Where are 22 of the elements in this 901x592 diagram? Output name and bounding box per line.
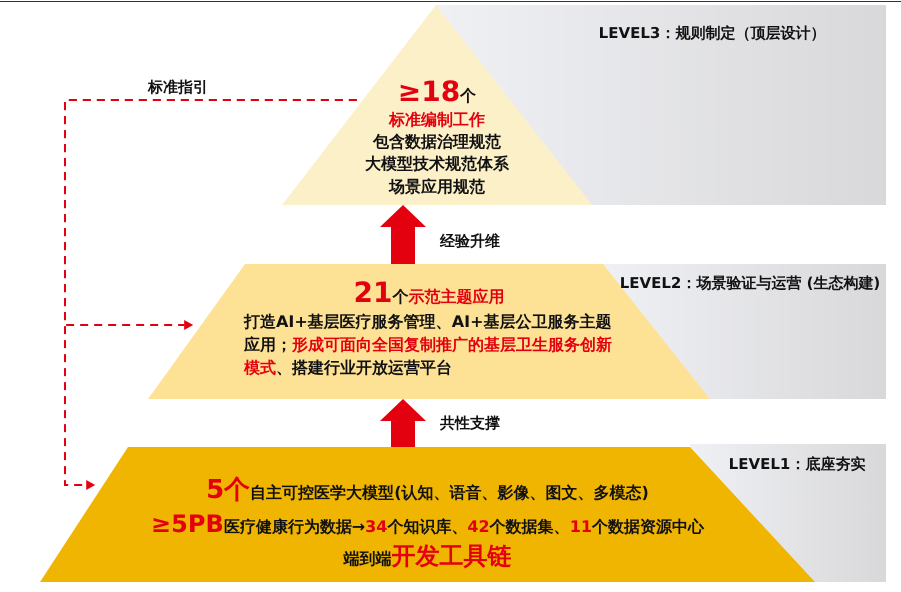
level-label: LEVEL1：底座夯实 [728,454,866,475]
dashed-arrow [64,99,357,490]
level-label: LEVEL3：规则制定（顶层设计） [598,23,826,44]
block-arrow [380,205,426,264]
tier-text: 场景应用规范 [389,176,485,198]
tier-text: ≥5PB医疗健康行为数据→34个知识库、42个数据集、11个数据资源中心 [151,509,704,540]
tier-text: 标准编制工作 [389,108,485,131]
level-label: LEVEL2：场景验证与运营 (生态构建) [618,273,882,294]
pyramid-tier [282,5,592,205]
tier-heading: 21个示范主题应用 [354,276,504,310]
edge-label: 经验升维 [438,232,502,251]
tier-text: 打造AI+基层医疗服务管理、AI+基层公卫服务主题应用；形成可面向全国复制推广的基层卫生服务创新模式、搭建行业开放运营平台 [244,310,613,379]
pyramid-tier [148,264,710,399]
block-arrow [380,399,426,447]
level-band [148,264,886,399]
edge-label: 共性支撑 [438,414,502,433]
tier-heading: ≥18个 [398,75,476,109]
tier-heading: 5个自主可控医学大模型(认知、语音、影像、图文、多模态) [206,474,649,507]
tier-text: 包含数据治理规范 [373,130,501,153]
level-band [282,5,886,205]
tier-text: 端到端开发工具链 [344,541,512,572]
tier-text: 大模型技术规范体系 [365,153,509,176]
